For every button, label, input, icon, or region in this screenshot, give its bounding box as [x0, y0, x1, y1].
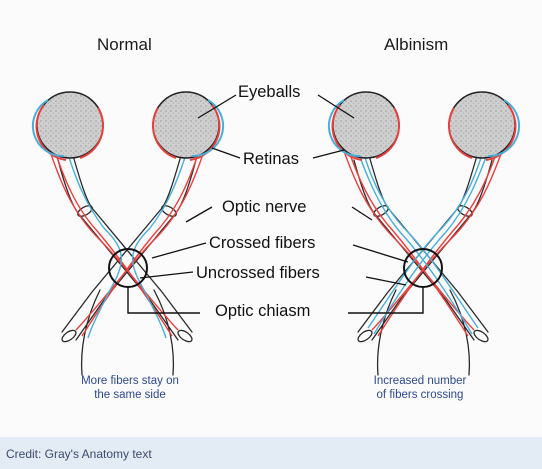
albinism-caption: Increased number of fibers crossing: [345, 374, 495, 402]
normal-caption: More fibers stay on the same side: [55, 374, 205, 402]
optic-chiasm-label: Optic chiasm: [215, 303, 310, 320]
credit-text: Credit: Gray's Anatomy text: [6, 447, 152, 461]
albinism-optic-nerves: [354, 152, 492, 375]
albinism-eyeballs: [329, 92, 519, 160]
normal-diagram: [33, 92, 223, 375]
albinism-chiasm-bracket: [348, 288, 423, 313]
normal-eyeballs: [33, 92, 223, 160]
normal-fibers: [46, 140, 208, 338]
uncrossed-fibers-label: Uncrossed fibers: [196, 265, 320, 282]
normal-chiasm-bracket: [128, 288, 200, 313]
crossed-fibers-label: Crossed fibers: [209, 235, 315, 252]
eyeballs-label: Eyeballs: [238, 84, 300, 101]
albinism-diagram: [329, 92, 519, 375]
optic-pathway-diagram: [0, 0, 542, 437]
normal-heading: Normal: [97, 35, 152, 55]
optic-nerve-label: Optic nerve: [222, 199, 306, 216]
albinism-heading: Albinism: [384, 35, 448, 55]
anatomy-diagram: Normal Albinism Eyeballs Retinas Optic n…: [0, 0, 542, 437]
credit-bar: Credit: Gray's Anatomy text: [0, 437, 542, 469]
retinas-label: Retinas: [243, 151, 299, 168]
